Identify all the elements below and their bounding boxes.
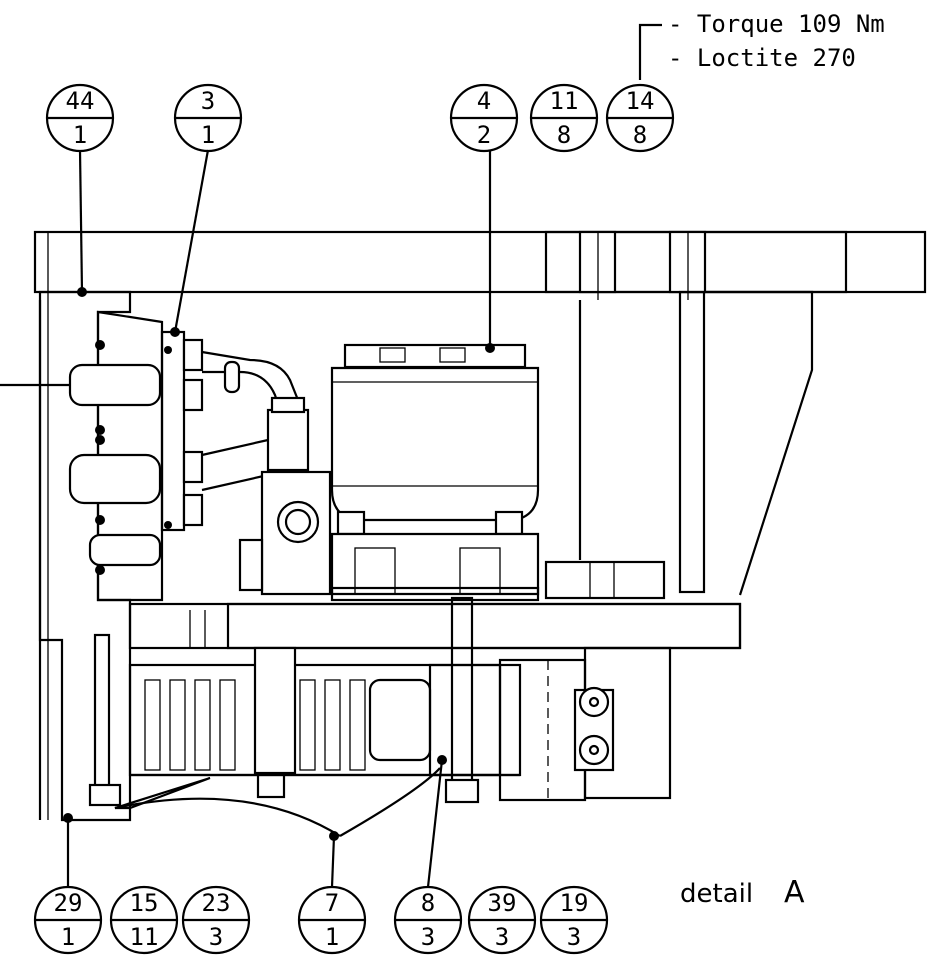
leader-lines (63, 23, 662, 888)
balloon-19: 19 3 (539, 885, 609, 955)
detail-label-letter: A (784, 875, 805, 910)
balloon-15: 15 11 (109, 885, 179, 955)
cover-plate (114, 767, 441, 837)
balloon-23: 23 3 (181, 885, 251, 955)
svg-text:2: 2 (477, 121, 491, 149)
hydraulic-motor (330, 343, 540, 602)
detail-label-word: detail (680, 879, 753, 909)
hose-fitting (201, 350, 310, 492)
bolt-heads (544, 560, 666, 600)
svg-text:3: 3 (495, 923, 509, 951)
svg-text:19: 19 (560, 889, 589, 917)
base-plate (128, 602, 742, 650)
svg-text:7: 7 (325, 889, 339, 917)
svg-text:44: 44 (66, 87, 95, 115)
left-bolt (88, 633, 122, 807)
valve-block (238, 470, 332, 596)
left-housing (0, 232, 164, 822)
svg-text:8: 8 (421, 889, 435, 917)
svg-text:15: 15 (130, 889, 159, 917)
balloon-3: 3 1 (173, 83, 243, 153)
top-plate (33, 230, 927, 300)
balloon-11: 11 8 (529, 83, 599, 153)
svg-text:11: 11 (130, 923, 159, 951)
balloon-4: 4 2 (449, 83, 519, 153)
balloon-44: 44 1 (45, 83, 115, 153)
balloon-7: 7 1 (297, 885, 367, 955)
right-housing (578, 290, 814, 596)
svg-text:11: 11 (550, 87, 579, 115)
svg-text:3: 3 (201, 87, 215, 115)
long-bolt (444, 596, 480, 804)
note-loctite: - Loctite 270 (668, 44, 856, 72)
slewing-gear (128, 646, 522, 799)
svg-text:8: 8 (557, 121, 571, 149)
svg-text:1: 1 (325, 923, 339, 951)
svg-text:14: 14 (626, 87, 655, 115)
svg-text:8: 8 (633, 121, 647, 149)
svg-text:1: 1 (61, 923, 75, 951)
svg-text:4: 4 (477, 87, 491, 115)
balloon-14: 14 8 (605, 83, 675, 153)
note-torque: - Torque 109 Nm (668, 10, 885, 38)
svg-text:39: 39 (488, 889, 517, 917)
svg-text:1: 1 (73, 121, 87, 149)
svg-text:29: 29 (54, 889, 83, 917)
balloon-39: 39 3 (467, 885, 537, 955)
svg-text:3: 3 (421, 923, 435, 951)
balloon-8: 8 3 (393, 885, 463, 955)
balloon-29: 29 1 (33, 885, 103, 955)
svg-text:3: 3 (567, 923, 581, 951)
bearing-ring (498, 646, 672, 802)
svg-text:1: 1 (201, 121, 215, 149)
svg-text:3: 3 (209, 923, 223, 951)
manifold-block (160, 330, 204, 532)
svg-text:23: 23 (202, 889, 231, 917)
